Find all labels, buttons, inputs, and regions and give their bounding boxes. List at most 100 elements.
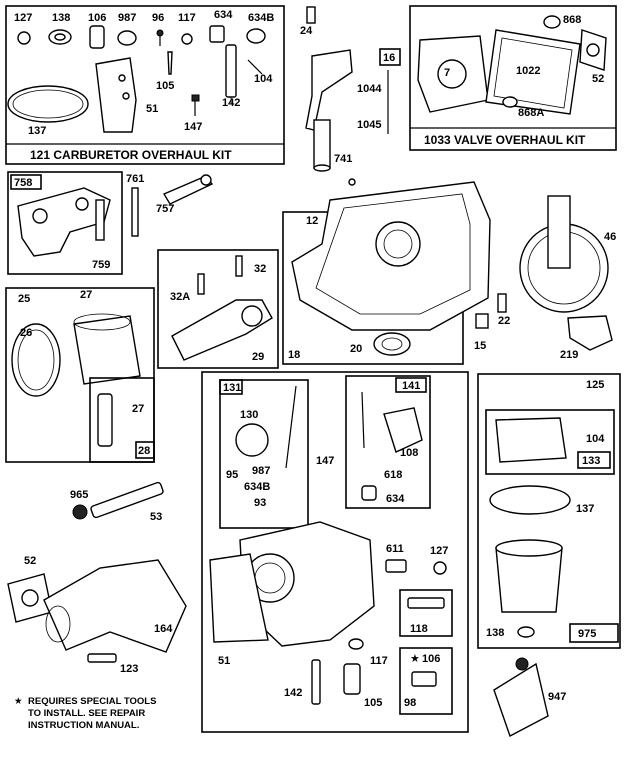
float-bowl-rim [495, 539, 563, 557]
pushrod-part [131, 187, 139, 237]
valve-seal-part [543, 15, 561, 29]
solenoid-cap [515, 657, 529, 671]
screw-head-part [191, 94, 200, 102]
oil-seal-part [373, 332, 411, 356]
bracket-758-group: 758 759 761 757 [7, 171, 214, 275]
washer-b-part [348, 638, 364, 650]
kit-106-box [399, 647, 453, 715]
callout-634: 634 [214, 9, 233, 21]
callout-133: 133 [582, 455, 600, 467]
cover-gasket-inner [493, 37, 573, 109]
callout-25: 25 [18, 293, 30, 305]
callout-52: 52 [592, 73, 604, 85]
key-part [306, 6, 316, 24]
jet-118-part [407, 597, 445, 609]
valve-overhaul-kit-group: 1033 VALVE OVERHAUL KIT 7 1022 868 52 86… [409, 5, 617, 151]
callout-15: 15 [474, 340, 486, 352]
bracket-hole-1 [32, 208, 48, 224]
intake-group: 965 53 52 164 123 [7, 481, 187, 675]
conrod-bolt-2 [235, 255, 243, 277]
callout-127b: 127 [430, 545, 448, 557]
carburetor-overhaul-kit-group: 121 CARBURETOR OVERHAUL KIT 127 138 106 … [5, 5, 285, 165]
exhaust-gasket-hole [586, 43, 600, 57]
carburetor-main-box [201, 371, 469, 733]
seal-b-part [433, 561, 447, 575]
head-gasket-bore [437, 59, 467, 89]
callout-12: 12 [306, 215, 318, 227]
solenoid-part [493, 662, 549, 737]
needle-part [167, 51, 173, 75]
piston-crown [73, 313, 131, 331]
callout-118: 118 [410, 623, 428, 635]
intake-gasket-hole [21, 589, 39, 607]
gasket-plate-hole-2 [122, 92, 130, 100]
throttle-shaft-part [285, 385, 297, 469]
callout-141: 141 [402, 380, 420, 392]
callout-868a: 868A [518, 107, 544, 119]
callout-634b-sub: 634B [244, 481, 270, 493]
bracket-758-box [7, 171, 123, 275]
pin-head-part [156, 29, 164, 37]
callout-96: 96 [152, 12, 164, 24]
bowl-gasket-hole [54, 33, 66, 41]
callout-108: 108 [400, 447, 418, 459]
ring-set-part [11, 323, 61, 397]
callout-142: 142 [222, 97, 240, 109]
callout-53: 53 [150, 511, 162, 523]
oil-seal-inner [381, 337, 403, 351]
callout-868: 868 [563, 14, 581, 26]
callout-758: 758 [14, 177, 32, 189]
callout-741: 741 [334, 153, 352, 165]
callout-761: 761 [126, 173, 144, 185]
callout-51b: 51 [218, 655, 230, 667]
crankshaft-journal-part [313, 119, 331, 169]
float-133-box [485, 409, 615, 475]
cover-gasket-part [485, 29, 581, 115]
callout-32a: 32A [170, 291, 190, 303]
callout-147: 147 [184, 121, 202, 133]
bushing-part [117, 30, 137, 46]
callout-93: 93 [254, 497, 266, 509]
float-part [495, 417, 567, 463]
fitting-part [385, 559, 407, 573]
jet-118-box [399, 589, 453, 637]
callout-759: 759 [92, 259, 110, 271]
seat-ring-part [246, 28, 266, 44]
carburetor-kit-box [5, 5, 285, 165]
valve-kit-title: 1033 VALVE OVERHAUL KIT [424, 133, 586, 147]
spring-pin-part [247, 59, 263, 75]
float-bowl-part [495, 547, 563, 613]
callout-987: 987 [118, 12, 136, 24]
piston-25-group: 25 27 26 27 28 [5, 287, 155, 463]
callout-106: 106 [88, 12, 106, 24]
callout-1022: 1022 [516, 65, 540, 77]
conrod-bolt-1 [197, 273, 205, 295]
o-ring-part [7, 85, 89, 123]
governor-part [567, 315, 613, 351]
crankshaft-end-part [313, 164, 331, 172]
valve-kit-box [409, 5, 617, 151]
callout-137b: 137 [576, 503, 594, 515]
block-18-group: 12 20 18 15 [282, 178, 491, 365]
piston-part [73, 315, 141, 385]
callout-137: 137 [28, 125, 46, 137]
bracket-hole-2 [75, 197, 89, 211]
tube-nut-part [72, 504, 88, 520]
callout-46: 46 [604, 231, 616, 243]
needle-seat-part [209, 25, 225, 43]
callout-975: 975 [578, 628, 596, 640]
choke-shaft-part [361, 391, 365, 449]
manifold-bolt-part [87, 653, 117, 663]
callout-98: 98 [404, 697, 416, 709]
callout-138b: 138 [486, 627, 504, 639]
conrod-big-end [241, 305, 263, 327]
callout-20: 20 [350, 343, 362, 355]
callout-611: 611 [386, 543, 404, 555]
callout-618: 618 [384, 469, 402, 481]
callout-106b-star: ★ [410, 653, 420, 665]
callout-22: 22 [498, 315, 510, 327]
block-stud [348, 178, 356, 186]
choke-bushing-part [361, 485, 377, 501]
gasket-plate-part [95, 57, 137, 133]
ring-set-inner [17, 329, 55, 391]
